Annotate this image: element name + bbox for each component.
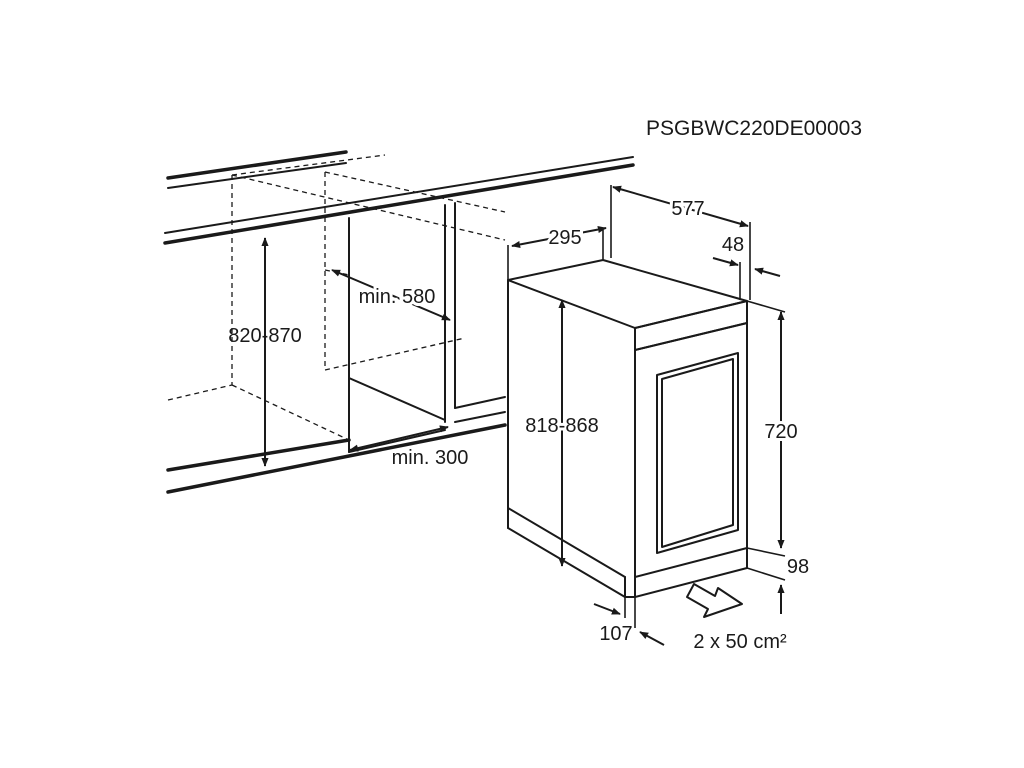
appliance-height-label: 818-868 — [525, 415, 598, 437]
appliance-width-label: 295 — [548, 227, 581, 249]
plinth-setback-label: 107 — [599, 623, 632, 645]
plinth-height-label: 98 — [787, 556, 809, 578]
hollow-arrow-icon — [686, 583, 743, 618]
niche-hidden-lines — [167, 154, 506, 441]
niche-width-label: min. 300 — [392, 447, 469, 469]
door-depth-label: 48 — [722, 234, 744, 256]
appliance-width-dim — [511, 225, 607, 249]
niche-depth-dim — [331, 269, 451, 321]
niche-width-dim — [349, 425, 449, 452]
niche-depth-label: min. 580 — [359, 286, 436, 308]
appliance-depth-label: 577 — [671, 198, 704, 220]
drawing-code: PSGBWC220DE00003 — [646, 117, 862, 140]
upper-height-label: 720 — [764, 421, 797, 443]
ventilation-label: 2 x 50 cm² — [693, 631, 787, 653]
niche-height-label: 820-870 — [228, 325, 301, 347]
appliance-depth-dim — [612, 185, 749, 228]
